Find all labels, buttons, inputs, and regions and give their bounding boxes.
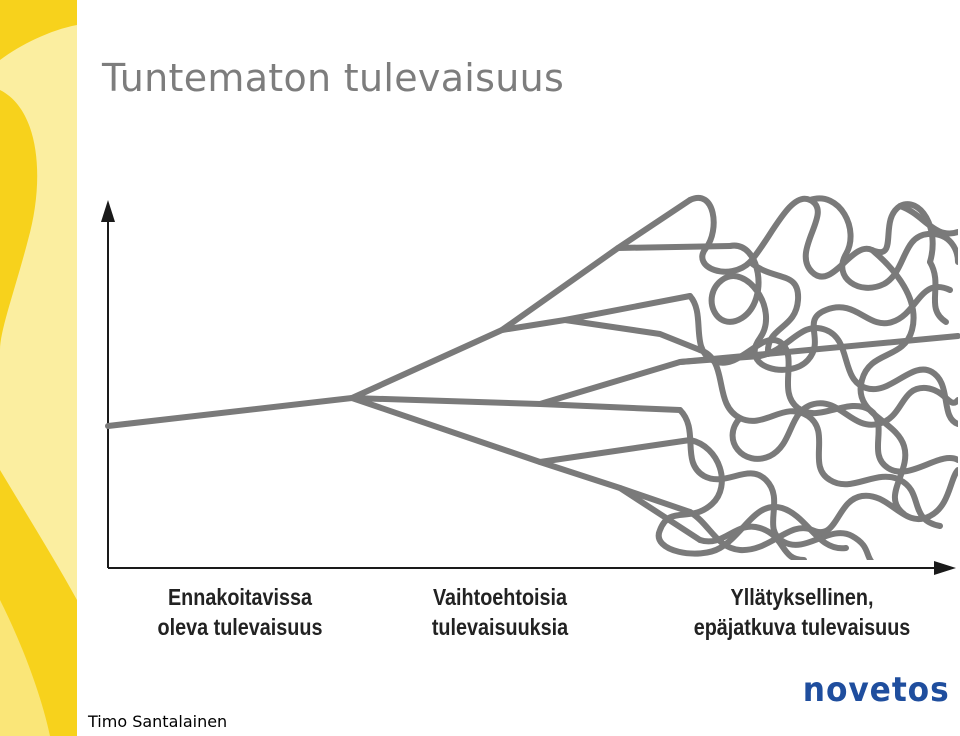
predictable-trend-line <box>105 395 355 429</box>
y-axis-arrow <box>101 200 115 222</box>
stage-label-line: Yllätyksellinen, <box>730 584 874 610</box>
branch-upper-split-2 <box>562 317 703 353</box>
branch-long-right <box>677 333 960 365</box>
branch-lower-split <box>537 459 693 515</box>
branch-lines <box>105 197 960 543</box>
stage-label-line: Vaihtoehtoisia <box>432 584 568 610</box>
stage-label-alternative: Vaihtoehtoisia tulevaisuuksia <box>405 582 594 642</box>
diagram-axes <box>107 218 936 569</box>
author-name: Timo Santalainen <box>88 712 228 731</box>
stage-label-predictable: Ennakoitavissa oleva tulevaisuus <box>145 582 334 642</box>
decorative-sidebar <box>0 0 77 736</box>
novetos-logo: novetos <box>803 670 950 710</box>
stage-label-line: oleva tulevaisuus <box>157 614 323 640</box>
branch-middle <box>349 395 683 413</box>
chaotic-tangle <box>655 194 958 560</box>
branch-upper <box>349 197 693 401</box>
x-axis-arrow <box>934 561 956 575</box>
stage-label-line: epäjatkuva tulevaisuus <box>693 614 911 640</box>
stage-label-line: tulevaisuuksia <box>431 614 569 640</box>
branch-lowest <box>617 485 703 543</box>
stage-label-surprising: Yllätyksellinen, epäjatkuva tulevaisuus <box>682 582 923 642</box>
branch-upper-high <box>615 243 733 251</box>
slide-title: Tuntematon tulevaisuus <box>102 56 565 100</box>
stage-label-line: Ennakoitavissa <box>167 584 313 610</box>
